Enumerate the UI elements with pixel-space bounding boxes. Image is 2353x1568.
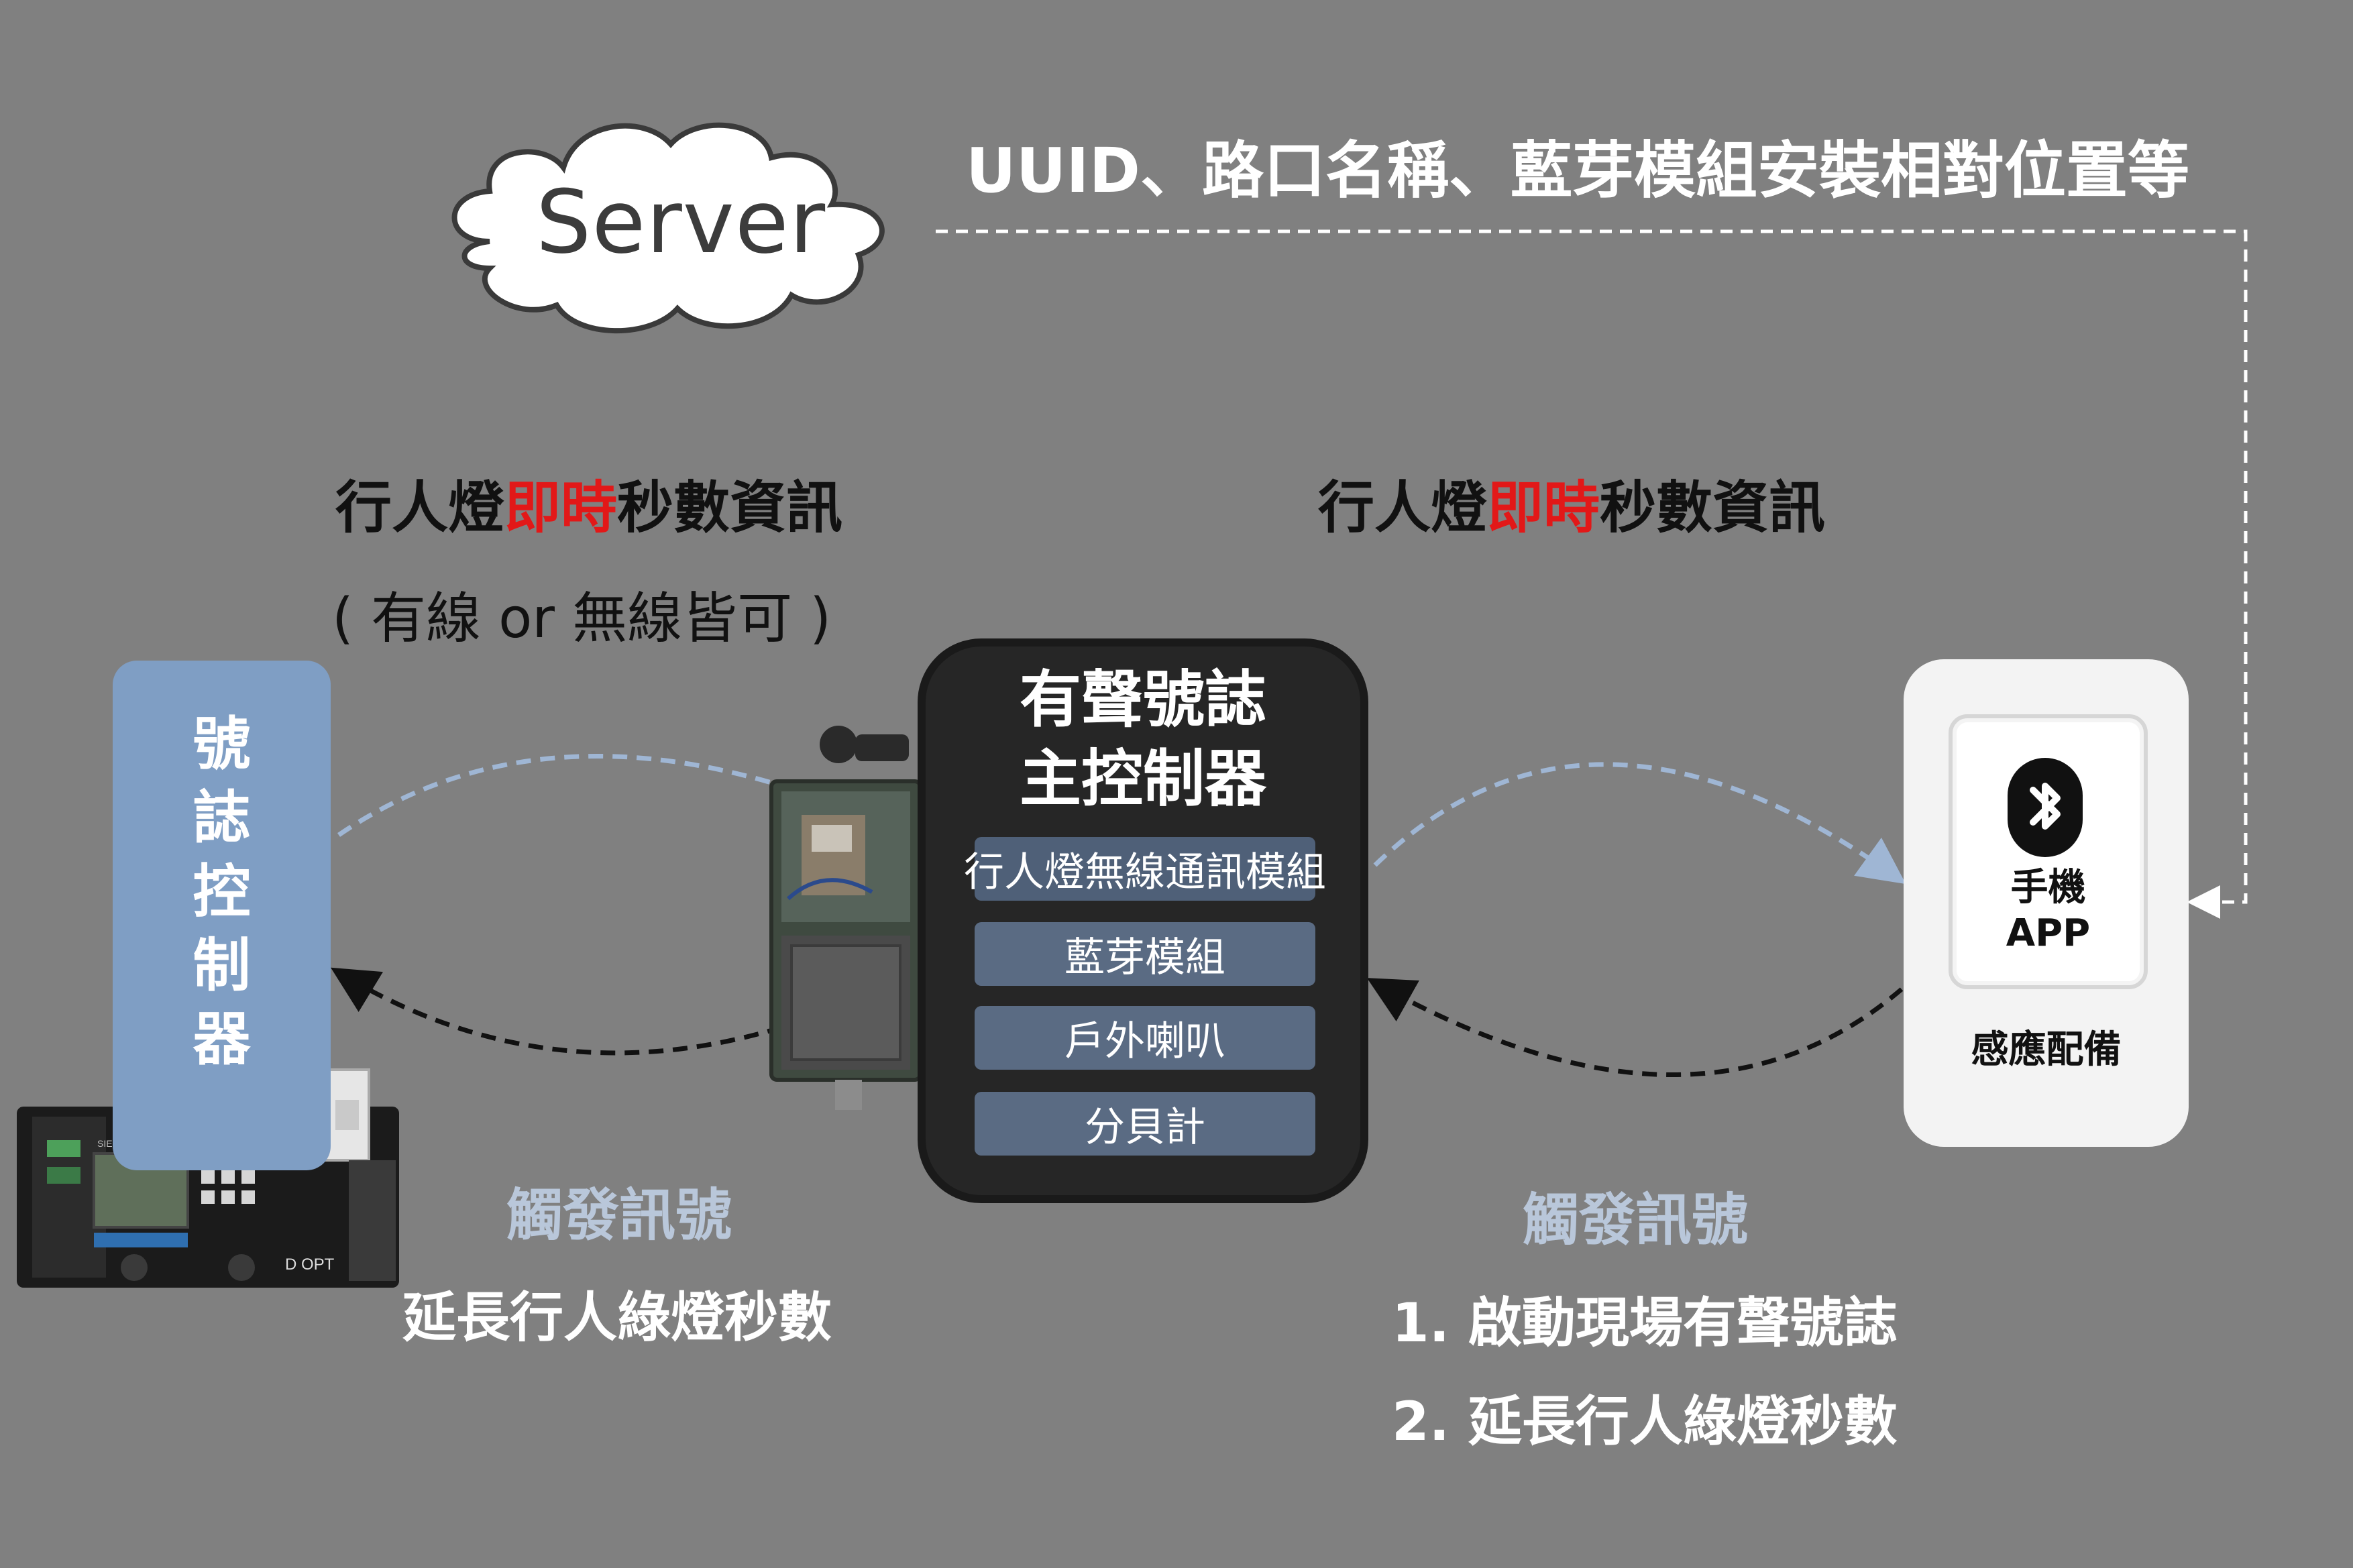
module-wireless: 行人燈無線通訊模組 <box>964 837 1326 901</box>
right-heading-highlight: 即時 <box>1487 475 1600 541</box>
cloud-icon <box>451 122 885 334</box>
server-to-phone-connector <box>936 229 2248 919</box>
left-heading-pre: 行人燈 <box>335 475 505 541</box>
signal-controller-box <box>113 661 331 1170</box>
signal-controller-label: 號 誌 控 制 器 <box>113 708 331 1076</box>
main-title-line2: 主控制器 <box>1019 743 1266 815</box>
right-heading-pre: 行人燈 <box>1318 475 1488 541</box>
phone-label-line2: APP <box>2006 911 2091 955</box>
phone-label-line1: 手機 <box>2010 866 2086 909</box>
controller-char: 號 <box>193 711 251 778</box>
controller-char: 誌 <box>193 785 251 852</box>
device-port-label: D OPT <box>285 1255 335 1274</box>
left-realtime-heading: 行人燈即時秒數資訊 <box>335 463 842 544</box>
right-trigger-note-2: 2. 延長行人綠燈秒數 <box>1392 1390 1898 1453</box>
controller-char: 控 <box>193 858 251 926</box>
sensing-device-caption: 感應配備 <box>1971 1028 2122 1072</box>
left-heading-highlight: 即時 <box>504 475 618 541</box>
right-heading-post: 秒數資訊 <box>1600 475 1826 541</box>
left-trigger-title: 觸發訊號 <box>506 1182 732 1248</box>
module-bluetooth: 藍芽模組 <box>975 922 1315 986</box>
bluetooth-icon <box>2008 758 2083 857</box>
right-lower-arrow <box>1366 978 1904 1077</box>
controller-char: 制 <box>193 932 251 999</box>
module-decibel-meter: 分貝計 <box>975 1092 1315 1156</box>
left-connection-note: ( 有線 or 無線皆可 ) <box>332 587 832 651</box>
server-label: Server <box>535 171 826 273</box>
module-speaker: 戶外喇叭 <box>975 1006 1315 1070</box>
left-heading-post: 秒數資訊 <box>617 475 843 541</box>
signal-cabinet-illustration <box>769 726 922 1110</box>
controller-char: 器 <box>193 1006 251 1073</box>
phone-app-label: 手機 APP <box>1949 865 2148 956</box>
main-title-line1: 有聲號誌 <box>1019 664 1266 736</box>
right-realtime-heading: 行人燈即時秒數資訊 <box>1318 463 1825 544</box>
right-upper-arrow <box>1373 762 1906 885</box>
left-trigger-note: 延長行人綠燈秒數 <box>402 1286 832 1349</box>
main-controller-title: 有聲號誌 主控制器 <box>918 661 1368 819</box>
right-trigger-note-1: 1. 啟動現場有聲號誌 <box>1392 1292 1898 1354</box>
server-data-note: UUID、路口名稱、藍芽模組安裝相對位置等 <box>966 135 2190 207</box>
right-trigger-title: 觸發訊號 <box>1523 1187 1749 1253</box>
